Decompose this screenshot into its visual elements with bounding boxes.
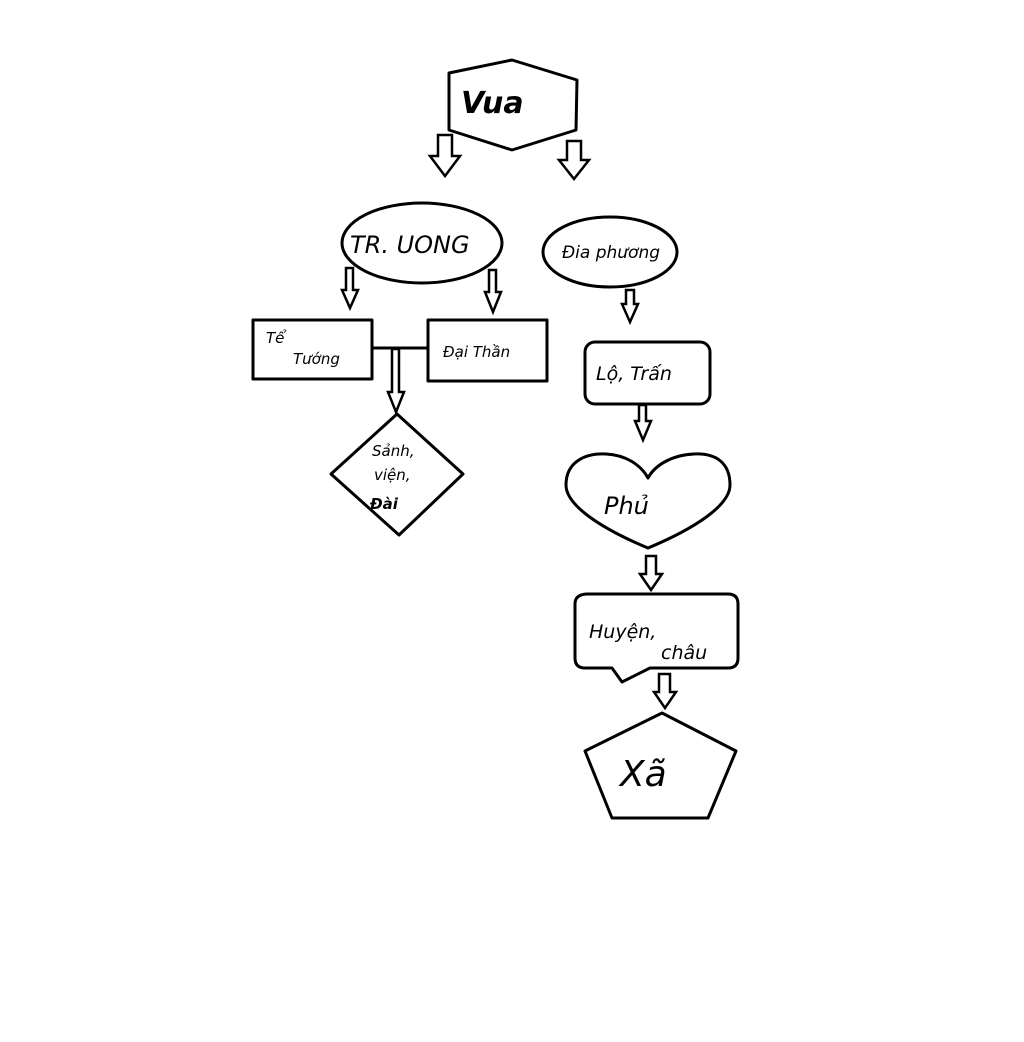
arrow-phu-to-huyen-chau <box>637 554 665 593</box>
node-dai-than: Đại Thần <box>426 318 549 383</box>
node-te-tuong-label-line1: Tể <box>266 329 287 347</box>
node-xa: Xã <box>583 711 738 820</box>
node-huyen-chau-label-line2: châu <box>661 642 707 664</box>
node-vua: Vua <box>447 58 579 152</box>
node-lo-tran: Lộ, Trấn <box>583 340 712 406</box>
node-lo-tran-label: Lộ, Trấn <box>596 363 672 385</box>
node-sanh-vien-dai-label-line1: Sảnh, <box>372 442 415 460</box>
node-te-tuong-label-line2: Tướng <box>293 350 340 368</box>
arrow-dia-phuong-to-lo-tran <box>620 288 640 326</box>
node-phu-label: Phủ <box>604 492 649 520</box>
node-huyen-chau: Huyện, châu <box>573 592 740 684</box>
arrow-lo-tran-to-phu <box>633 403 653 444</box>
node-sanh-vien-dai-label-line2: viện, <box>374 466 411 484</box>
node-sanh-vien-dai: Sảnh, viện, Đài <box>329 412 465 537</box>
node-phu: Phủ <box>564 452 732 550</box>
node-xa-label: Xã <box>618 754 667 795</box>
node-dia-phuong-label: Đia phương <box>562 243 660 263</box>
node-vua-label: Vua <box>461 86 524 121</box>
arrow-to-sanh-vien-dai <box>386 347 406 416</box>
node-trung-uong: TR. UONG <box>340 201 504 285</box>
node-trung-uong-label: TR. UONG <box>350 231 470 259</box>
arrow-vua-to-trung-uong <box>427 133 463 179</box>
arrow-trung-uong-to-te-tuong <box>340 266 360 312</box>
arrow-vua-to-dia-phuong <box>556 139 592 182</box>
node-sanh-vien-dai-label-line3: Đài <box>369 495 399 513</box>
arrow-trung-uong-to-dai-than <box>483 268 503 316</box>
node-te-tuong: Tể Tướng <box>251 318 374 381</box>
node-dia-phuong: Đia phương <box>541 215 679 289</box>
arrow-huyen-chau-to-xa <box>651 672 679 711</box>
node-dai-than-label: Đại Thần <box>443 343 510 361</box>
node-huyen-chau-label-line1: Huyện, <box>589 621 656 643</box>
